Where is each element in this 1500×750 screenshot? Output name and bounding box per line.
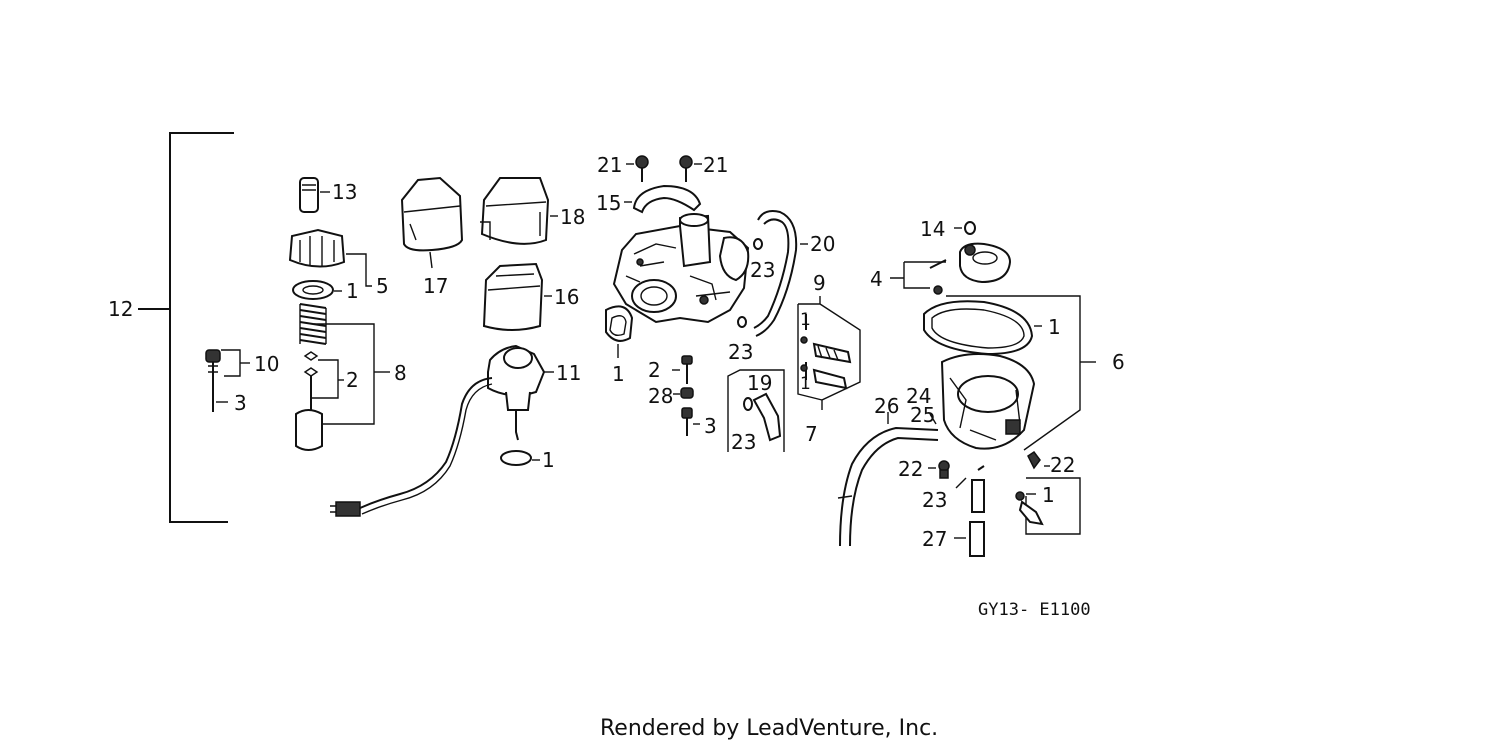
bracket-12: [138, 132, 234, 523]
part-22-1-drain-screw: [1015, 450, 1081, 535]
part-8-needle-set: [295, 323, 390, 451]
part-16-cover: [482, 262, 552, 331]
part-11-solenoid: [330, 344, 554, 517]
callout-1-a: 1: [346, 279, 359, 303]
part-13-needle-jet: [299, 177, 330, 213]
callout-23-c: 23: [731, 430, 757, 454]
part-15-clamp: [624, 184, 702, 214]
callout-19: 19: [747, 371, 773, 395]
callout-27: 27: [922, 527, 948, 551]
callout-2-a: 2: [346, 368, 359, 392]
callout-8: 8: [394, 361, 407, 385]
callout-10: 10: [254, 352, 280, 376]
callout-21-b: 21: [703, 153, 729, 177]
part-9-7-screw-sets: [797, 296, 861, 410]
part-1-o-ring-a: [292, 280, 342, 300]
callout-25: 25: [910, 403, 936, 427]
part-14-4-top: [890, 221, 1012, 295]
callout-1-g: 1: [1042, 483, 1055, 507]
part-17-cover: [400, 176, 464, 269]
callout-23-a: 23: [750, 258, 776, 282]
callout-6: 6: [1112, 350, 1125, 374]
callout-1-d: 1: [800, 310, 811, 330]
callout-23-b: 23: [728, 340, 754, 364]
callout-15: 15: [596, 191, 622, 215]
callout-1-c: 1: [612, 362, 625, 386]
callout-1-b: 1: [542, 448, 555, 472]
carburetor-body: [612, 213, 750, 324]
callout-23-d: 23: [922, 488, 948, 512]
callout-7: 7: [805, 422, 818, 446]
part-21-screws: [626, 155, 702, 182]
callout-22-b: 22: [1050, 453, 1076, 477]
part-6-float-bowl: [923, 295, 1096, 451]
callout-5: 5: [376, 274, 389, 298]
part-22-23-27-lower: [928, 460, 985, 557]
callout-26: 26: [874, 394, 900, 418]
callout-22-a: 22: [898, 457, 924, 481]
callout-16: 16: [554, 285, 580, 309]
callout-3-b: 3: [704, 414, 717, 438]
diagram-code: GY13- E1100: [978, 600, 1091, 620]
callout-21-a: 21: [597, 153, 623, 177]
callout-14: 14: [920, 217, 946, 241]
callout-11: 11: [556, 361, 582, 385]
part-26-drain-hose: [837, 412, 939, 547]
part-23-clips-a: [737, 238, 763, 328]
callout-12: 12: [108, 297, 134, 321]
part-1-o-ring-b: [500, 450, 540, 466]
part-19-kit-box: [727, 369, 785, 452]
part-1-gasket-c: [605, 305, 634, 358]
callout-1-f: 1: [1048, 315, 1061, 339]
callout-18: 18: [560, 205, 586, 229]
callout-17: 17: [423, 274, 449, 298]
callout-24: 24: [906, 384, 932, 408]
callout-4: 4: [870, 267, 883, 291]
part-spring: [299, 303, 327, 345]
part-10-jet-needle: [205, 349, 250, 412]
part-2-28-3-screws: [672, 355, 700, 436]
callout-1-e: 1: [800, 374, 811, 394]
part-18-cover: [480, 177, 558, 245]
callout-28: 28: [648, 384, 674, 408]
callout-20: 20: [810, 232, 836, 256]
callout-3-a: 3: [234, 391, 247, 415]
callout-13: 13: [332, 180, 358, 204]
rendered-by-credit: Rendered by LeadVenture, Inc.: [600, 716, 939, 741]
part-20-vent-hose: [753, 210, 808, 337]
part-5-top-cap: [288, 228, 372, 287]
callout-9: 9: [813, 271, 826, 295]
callout-2-b: 2: [648, 358, 661, 382]
